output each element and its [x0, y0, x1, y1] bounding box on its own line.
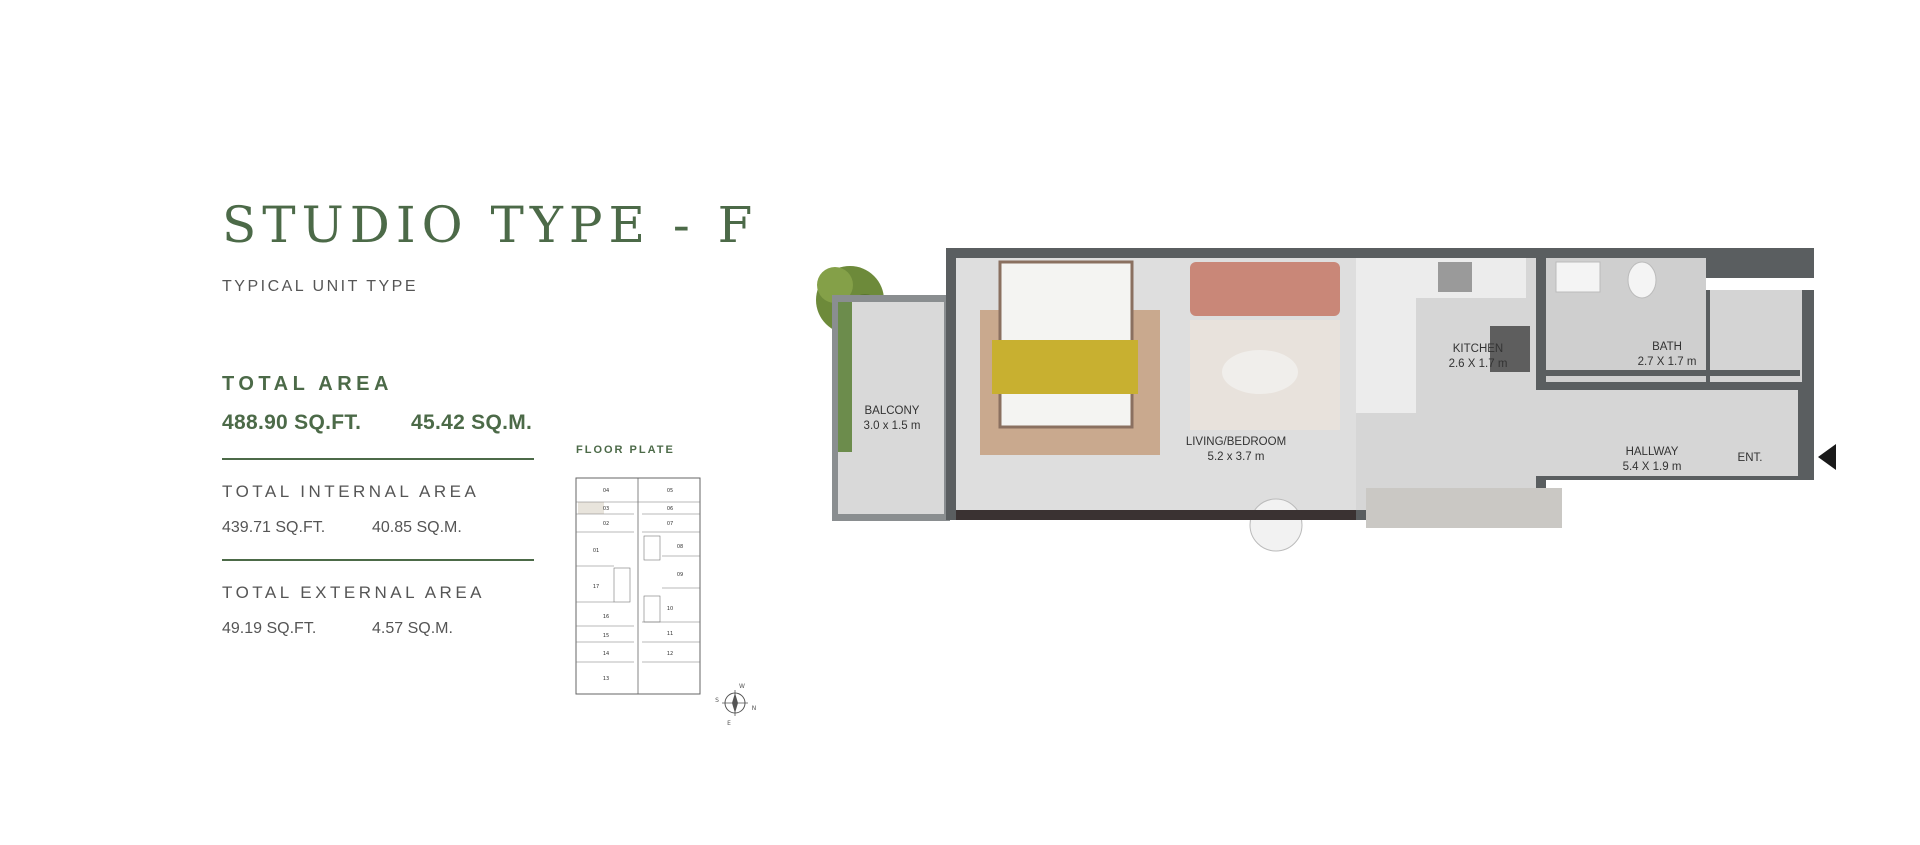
basin-icon — [1555, 261, 1601, 293]
hallway-name: HALLWAY — [1626, 446, 1679, 458]
fp-unit: 07 — [667, 521, 673, 527]
entrance-name: ENT. — [1738, 452, 1763, 464]
hallway-dims: 5.4 X 1.9 m — [1623, 461, 1682, 473]
unit-floor-plan: BALCONY 3.0 x 1.5 m LIVING/BEDROOM 5.2 x… — [816, 248, 1816, 552]
fp-unit: 17 — [593, 584, 599, 590]
internal-area-sqm: 40.85 SQ.M. — [372, 519, 462, 536]
unit-subtitle: TYPICAL UNIT TYPE — [222, 278, 419, 295]
balcony-floor — [838, 302, 944, 514]
internal-area-sqft: 439.71 SQ.FT. — [222, 519, 326, 536]
living-dims: 5.2 x 3.7 m — [1208, 451, 1265, 463]
kitchen-island — [1356, 258, 1416, 413]
divider — [222, 559, 534, 561]
total-area-sqm: 45.42 SQ.M. — [411, 411, 533, 434]
fp-unit: 04 — [603, 488, 609, 494]
sink-icon — [1438, 262, 1472, 292]
fp-unit: 03 — [603, 506, 609, 512]
fp-unit: 12 — [667, 651, 673, 657]
kitchen-dims: 2.6 X 1.7 m — [1449, 358, 1508, 370]
external-area-sqm: 4.57 SQ.M. — [372, 620, 453, 637]
balcony-name: BALCONY — [865, 405, 920, 417]
external-area-heading: TOTAL EXTERNAL AREA — [222, 583, 486, 602]
kitchen-name: KITCHEN — [1453, 343, 1503, 355]
floor-plate-map: 04 05 03 06 02 07 01 08 17 09 16 10 15 1… — [575, 477, 701, 695]
unit-title: STUDIO TYPE - F — [222, 196, 759, 254]
dining-table — [1249, 498, 1303, 552]
sofa — [1190, 262, 1340, 316]
bed-throw — [992, 340, 1138, 394]
fp-unit: 11 — [667, 631, 673, 637]
shower — [1710, 290, 1802, 382]
fp-unit: 14 — [603, 651, 609, 657]
living-name: LIVING/BEDROOM — [1186, 436, 1286, 448]
toilet-icon — [1627, 261, 1657, 299]
total-area-heading: TOTAL AREA — [222, 373, 393, 395]
divider — [222, 458, 534, 460]
fp-unit: 09 — [677, 572, 683, 578]
compass-s: S — [715, 697, 719, 704]
storage — [1366, 488, 1562, 528]
balcony-dims: 3.0 x 1.5 m — [864, 420, 921, 432]
stove-icon — [1490, 326, 1530, 372]
fp-unit: 10 — [667, 606, 673, 612]
bath-dims: 2.7 X 1.7 m — [1638, 356, 1697, 368]
hallway-floor — [1536, 390, 1798, 476]
coffee-table — [1222, 350, 1298, 394]
external-area-sqft: 49.19 SQ.FT. — [222, 620, 317, 637]
total-area-sqft: 488.90 SQ.FT. — [222, 411, 362, 434]
fp-unit: 05 — [667, 488, 673, 494]
planter — [838, 302, 852, 452]
fp-unit: 01 — [593, 548, 599, 554]
fp-unit: 15 — [603, 633, 609, 639]
internal-area-heading: TOTAL INTERNAL AREA — [222, 482, 480, 501]
fp-unit: 06 — [667, 506, 673, 512]
fp-unit: 16 — [603, 614, 609, 620]
fp-unit: 02 — [603, 521, 609, 527]
compass-e: E — [727, 720, 731, 726]
compass-w: W — [739, 683, 745, 690]
bath-name: BATH — [1652, 341, 1682, 353]
fp-unit: 08 — [677, 544, 683, 550]
floor-plate-label: FLOOR PLATE — [576, 444, 675, 456]
room-labels: BALCONY 3.0 x 1.5 m LIVING/BEDROOM 5.2 x… — [864, 341, 1763, 473]
highlighted-unit — [578, 502, 604, 514]
fp-unit: 13 — [603, 676, 609, 682]
compass-icon: W S N E — [715, 683, 757, 726]
entrance-arrow-icon — [1818, 444, 1836, 470]
compass-n: N — [752, 705, 757, 712]
